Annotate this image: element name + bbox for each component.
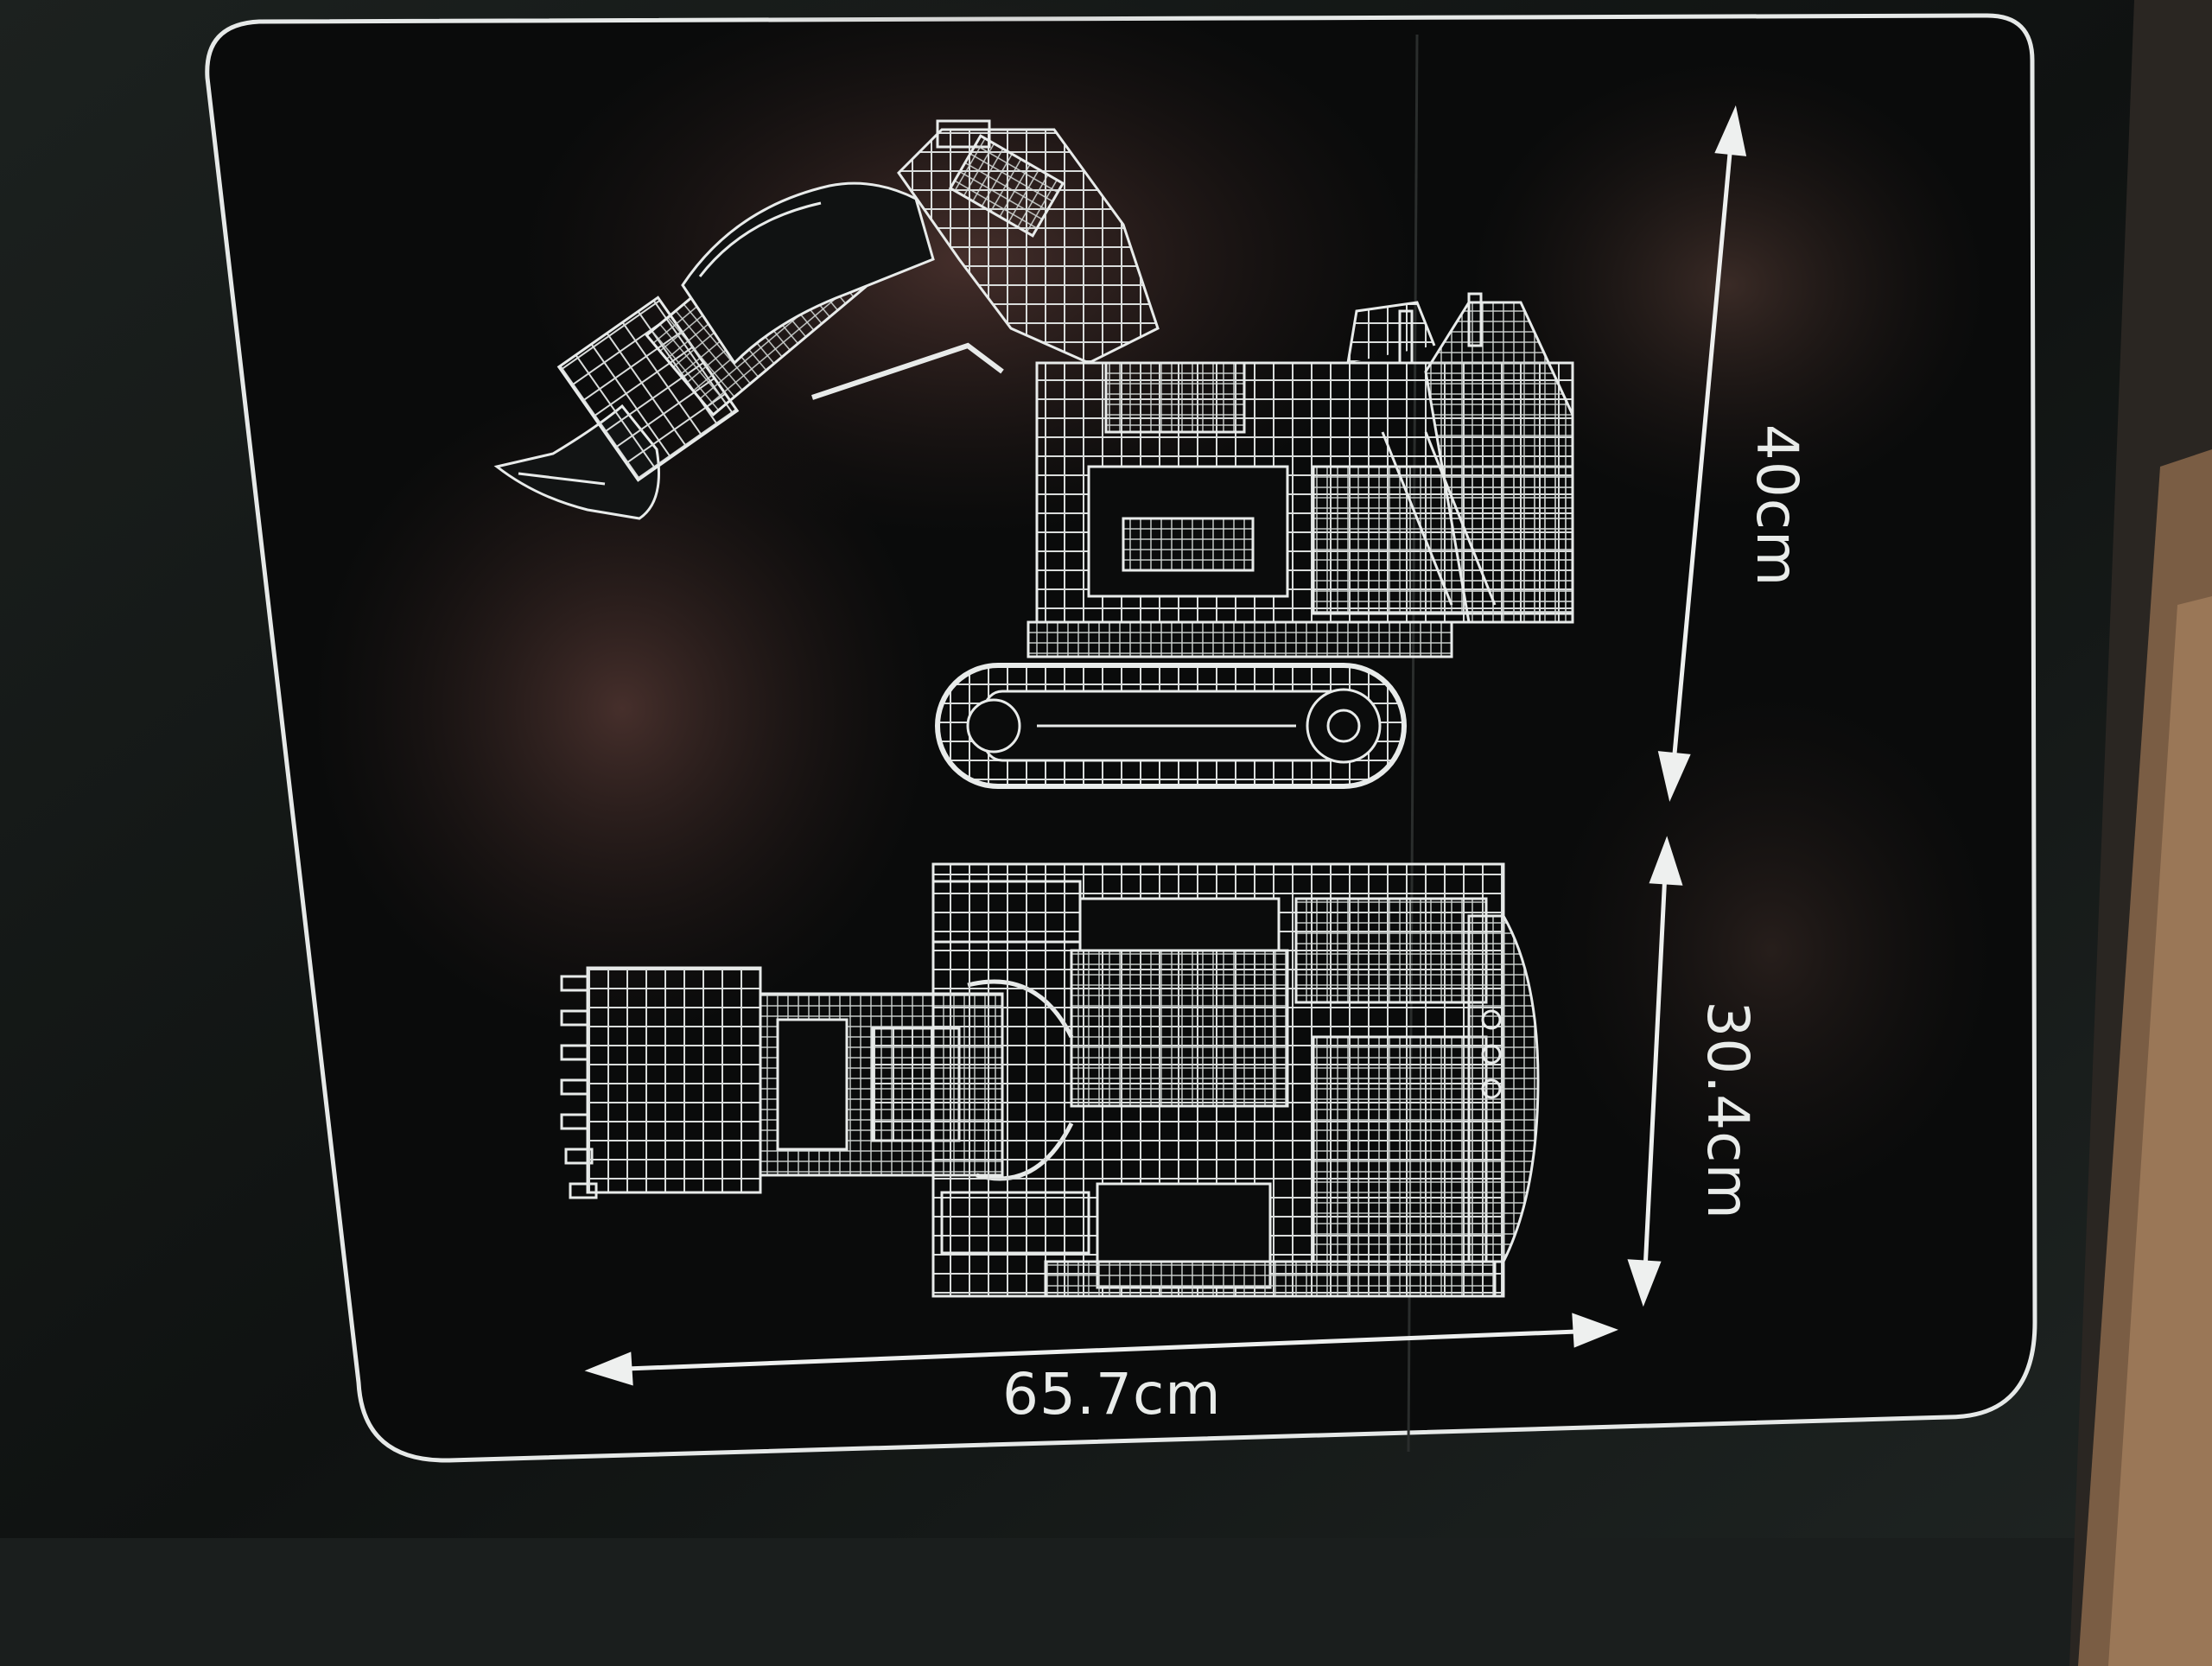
width-arrow-icon [584, 1313, 1618, 1386]
width-dimension-label: 65.7cm [1002, 1361, 1222, 1428]
excavator-top-view-icon [560, 862, 1540, 1298]
depth-dimension-label: 30.4cm [1694, 1001, 1761, 1220]
height-arrow-icon [1657, 105, 1747, 802]
excavator-side-view-icon [493, 119, 1574, 789]
height-dimension-label: 40cm [1744, 423, 1810, 588]
depth-arrow-icon [1627, 836, 1683, 1307]
